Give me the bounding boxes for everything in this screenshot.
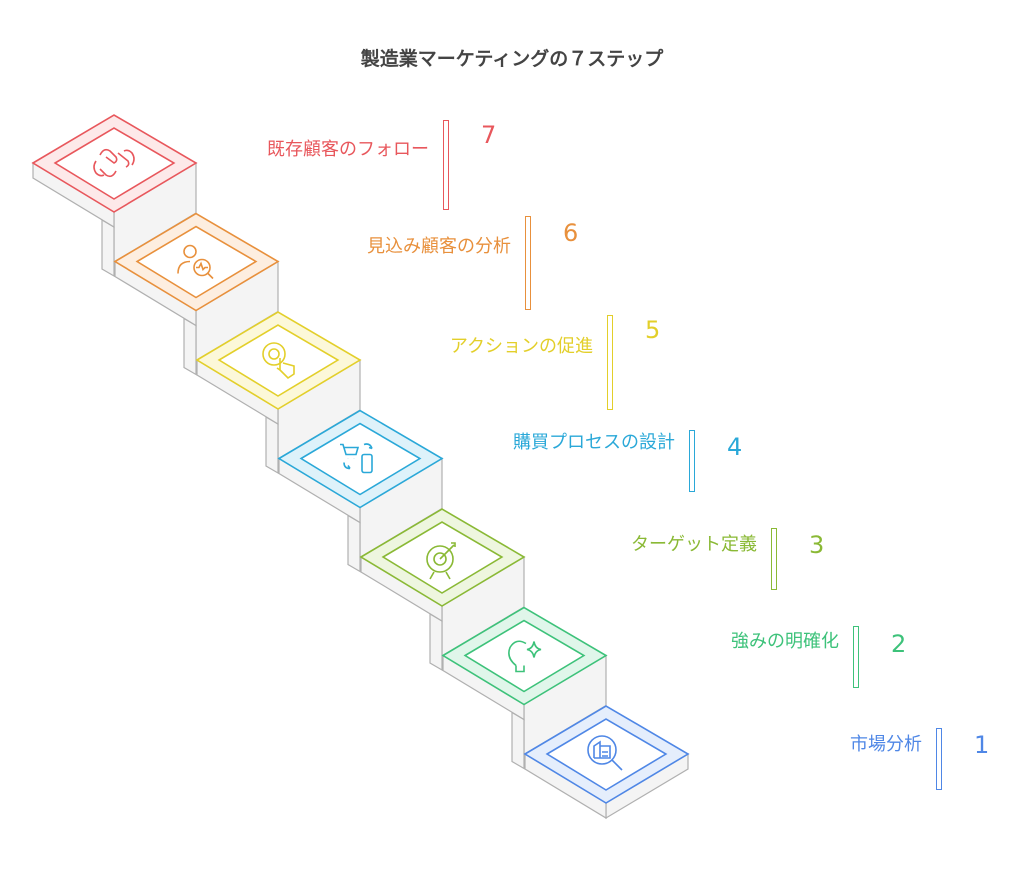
step-wall — [183, 317, 197, 376]
step-number: 5 — [645, 316, 661, 344]
step-3 — [359, 508, 526, 672]
diagram-title: 製造業マーケティングの７ステップ — [360, 48, 664, 70]
step-bar — [443, 120, 449, 210]
step-label: 既存顧客のフォロー — [267, 139, 429, 160]
step-wall — [265, 415, 279, 475]
step-label: 見込み顧客の分析 — [367, 236, 511, 257]
step-5 — [195, 311, 362, 475]
step-inner — [299, 422, 422, 496]
step-label: ターゲット定義 — [631, 534, 757, 555]
step-wall — [429, 612, 443, 672]
click-hand-icon — [262, 342, 295, 380]
target-icon — [426, 542, 456, 580]
step-wall — [511, 711, 525, 770]
step-label: アクションの促進 — [449, 336, 593, 357]
step-inner — [463, 619, 586, 693]
handshake-icon — [93, 148, 135, 178]
step-number: 7 — [481, 121, 497, 149]
step-bar — [936, 728, 942, 790]
step-label: 購買プロセスの設計 — [513, 432, 675, 453]
step-label: 強みの明確化 — [731, 631, 839, 652]
step-1 — [523, 705, 690, 820]
user-analysis-icon — [177, 244, 214, 280]
lightbulb-icon — [508, 640, 542, 673]
market-search-icon — [587, 735, 623, 771]
step-number: 1 — [974, 731, 990, 759]
step-number: 2 — [891, 630, 907, 658]
step-inner — [217, 324, 340, 397]
step-number: 6 — [563, 219, 579, 247]
step-4 — [277, 409, 444, 573]
step-wall — [347, 514, 361, 573]
step-label: 市場分析 — [850, 734, 922, 755]
step-bar — [689, 430, 695, 492]
step-bar — [771, 528, 777, 590]
step-inner — [545, 718, 668, 791]
cart-mobile-icon — [340, 443, 373, 474]
step-bar — [853, 626, 859, 688]
step-6 — [113, 212, 280, 376]
step-bar — [525, 216, 531, 310]
step-wall — [101, 218, 115, 278]
step-number: 3 — [809, 531, 825, 559]
step-number: 4 — [727, 433, 743, 461]
step-2 — [441, 606, 608, 770]
step-7 — [31, 114, 198, 278]
step-bar — [607, 315, 613, 410]
